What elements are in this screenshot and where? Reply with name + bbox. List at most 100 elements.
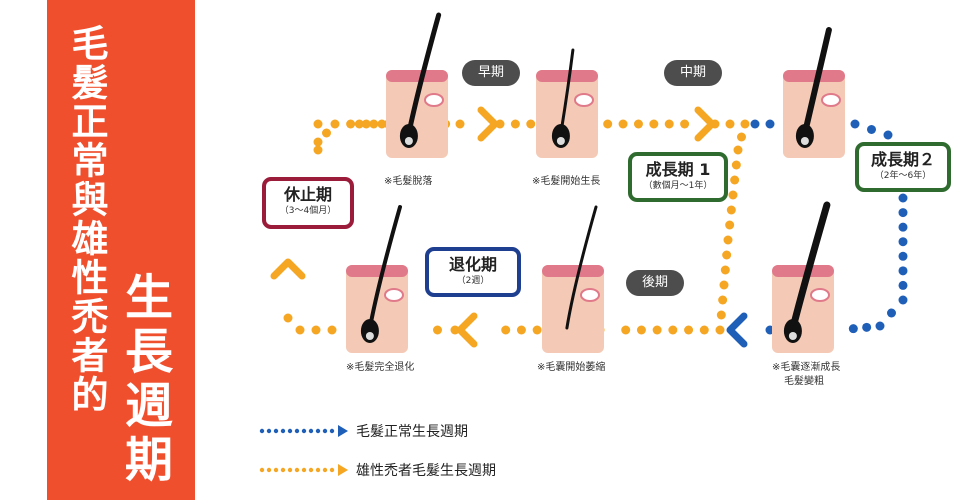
path-dot <box>603 119 613 129</box>
path-dot <box>313 137 323 147</box>
path-dot <box>898 193 908 203</box>
follicle-illustrations <box>346 12 845 353</box>
note-follicle-shrink: ※毛囊開始萎縮 <box>537 362 606 373</box>
hair-bulb <box>399 124 418 148</box>
path-dot <box>726 205 736 215</box>
follicle-regressed <box>346 205 408 353</box>
stage-growth1-title: 成長期 1 <box>645 160 711 179</box>
stage-growth2-duration: （2年～6年） <box>874 171 932 181</box>
path-dot <box>850 119 860 129</box>
legend-dot <box>280 428 286 434</box>
hair-shaft <box>801 27 832 136</box>
path-dot <box>664 119 674 129</box>
note-follicle-grow: ※毛囊逐漸成長 <box>772 362 841 373</box>
path-dot <box>510 119 520 129</box>
path-dot <box>283 313 293 323</box>
hair-bulb <box>360 319 379 343</box>
skin-surface <box>772 265 834 277</box>
path-dot <box>898 237 908 247</box>
path-dot <box>898 222 908 232</box>
path-dot <box>501 325 511 335</box>
papilla <box>800 137 809 145</box>
note-hair-thicken: 毛髮變粗 <box>784 376 824 387</box>
stage-regression-duration: （2週） <box>456 276 490 286</box>
path-dot <box>725 119 735 129</box>
sebaceous-gland <box>821 93 841 107</box>
path-dot <box>875 321 885 331</box>
stage-regression-box: 退化期 （2週） <box>425 247 521 297</box>
arrow-normal-left <box>726 312 748 348</box>
path-dot <box>898 251 908 261</box>
sebaceous-gland <box>574 93 594 107</box>
path-dot <box>652 325 662 335</box>
note-start-growth: ※毛髮開始生長 <box>532 176 601 187</box>
path-dot <box>725 220 735 230</box>
alopecia-left-join <box>313 145 323 155</box>
stage-resting-title: 休止期 <box>283 185 332 204</box>
skin-block <box>542 265 604 353</box>
path-dot <box>718 295 728 305</box>
path-dot <box>354 119 364 129</box>
path-dot <box>728 190 738 200</box>
sebaceous-gland <box>810 288 830 302</box>
skin-block <box>536 70 598 158</box>
legend-dot <box>266 467 272 473</box>
legend-dot <box>273 467 279 473</box>
path-dot <box>633 119 643 129</box>
path-dot <box>731 160 741 170</box>
path-dot <box>898 295 908 305</box>
normal-top <box>750 119 775 129</box>
path-dot <box>699 325 709 335</box>
papilla <box>788 332 797 340</box>
hair-shaft <box>565 205 598 330</box>
hair-bulb <box>551 124 570 148</box>
arrow-middle-right <box>694 106 716 142</box>
follicle-thicken <box>772 201 834 353</box>
arrow-left-up <box>270 258 306 280</box>
skin-surface <box>536 70 598 82</box>
path-dot <box>621 325 631 335</box>
stage-growth1-box: 成長期 1 （數個月～1年） <box>628 152 728 202</box>
path-dot <box>740 119 750 129</box>
path-dot <box>649 119 659 129</box>
path-dot <box>898 208 908 218</box>
path-dot <box>862 322 872 332</box>
alopecia-middle-return <box>621 119 750 335</box>
path-dot <box>526 119 536 129</box>
legend-dot <box>329 467 335 473</box>
legend-dot <box>280 467 286 473</box>
path-dot <box>455 119 465 129</box>
skin-surface <box>783 70 845 82</box>
hair-bulb <box>783 319 802 343</box>
path-dot <box>887 308 896 318</box>
legend-arrowhead <box>338 425 348 437</box>
path-dot <box>715 325 725 335</box>
papilla <box>365 332 374 340</box>
title-main: 毛髮正常與雄性禿者的 <box>65 24 108 414</box>
phase-middle-pill: 中期 <box>664 60 722 86</box>
hair-shaft <box>367 205 402 330</box>
skin-surface <box>386 70 448 82</box>
title-banner <box>47 0 195 500</box>
legend-dot <box>329 428 335 434</box>
papilla <box>404 137 413 145</box>
legend-dot <box>315 428 321 434</box>
legend-alopecia-line <box>259 464 348 476</box>
stage-growth2-box: 成長期２ （2年～6年） <box>855 142 951 192</box>
path-dot <box>327 325 337 335</box>
follicle-shedding <box>386 12 448 158</box>
legend-dot <box>287 428 293 434</box>
path-dot <box>313 119 323 129</box>
stage-resting-duration: （3～4個月） <box>279 206 337 216</box>
follicle-shrink <box>542 205 604 353</box>
path-dot <box>433 325 442 335</box>
path-dot <box>330 119 340 129</box>
normal-right-down <box>848 193 908 334</box>
hair-shaft <box>406 12 442 136</box>
path-dot <box>361 119 371 129</box>
path-dot <box>311 325 321 335</box>
title-sub: 生長週期 <box>116 272 172 488</box>
path-dot <box>723 235 733 245</box>
legend-dot <box>308 428 314 434</box>
